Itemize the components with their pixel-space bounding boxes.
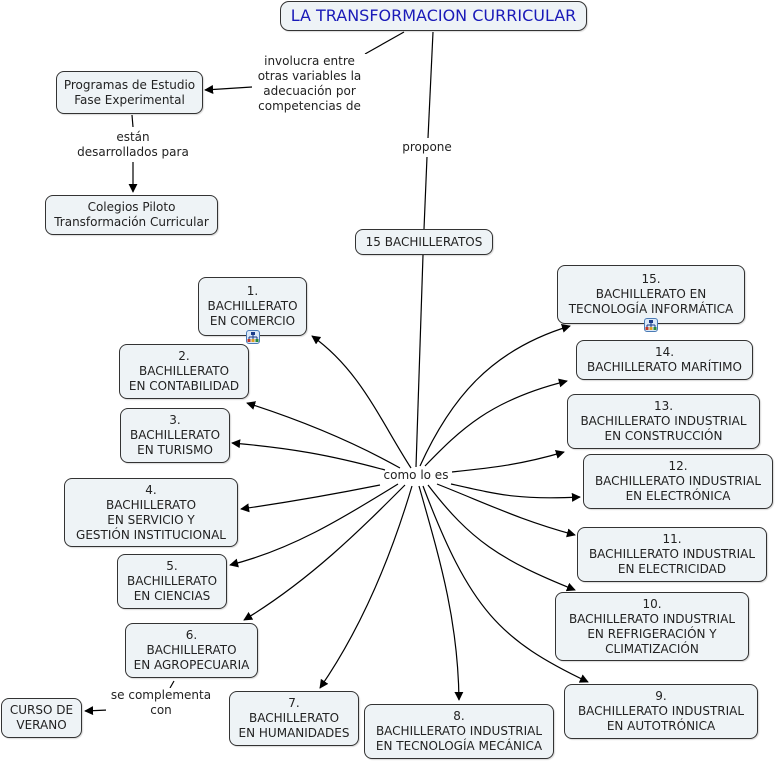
link-como-b1 [311, 335, 412, 469]
bachillerato-number: 11. [662, 532, 682, 546]
link-como-b8 [418, 485, 464, 701]
bachillerato-name: BACHILLERATO INDUSTRIAL EN REFRIGERACIÓN… [568, 611, 736, 656]
bachillerato-15[interactable]: 15. BACHILLERATO EN TECNOLOGÍA INFORMÁTI… [557, 265, 745, 324]
link-phrase-involucra: involucra entre otras variables la adecu… [252, 54, 367, 114]
concept-programas-label: Programas de Estudio Fase Experimental [63, 77, 196, 107]
bachillerato-name: BACHILLERATO INDUSTRIAL EN CONSTRUCCIÓN [580, 414, 747, 443]
bachillerato-name: BACHILLERATO MARÍTIMO [587, 360, 742, 374]
link-como-b15 [419, 324, 571, 467]
link-como-b5 [229, 483, 399, 568]
root-concept-label: LA TRANSFORMACION CURRICULAR [290, 6, 577, 25]
bachillerato-number: 15. [641, 272, 661, 286]
link-como-b9 [422, 485, 589, 683]
bachillerato-name: BACHILLERATO INDUSTRIAL EN AUTOTRÓNICA [577, 704, 745, 733]
link-como-b3 [231, 439, 386, 471]
bachillerato-3[interactable]: 3. BACHILLERATO EN TURISMO [120, 408, 230, 463]
link-como-b4 [240, 484, 381, 513]
submap-icon[interactable] [246, 330, 260, 344]
bachillerato-number: 4. [145, 482, 157, 497]
link-programas-estan [131, 114, 134, 128]
bachillerato-number: 13. [653, 399, 674, 413]
link-como-b11 [436, 483, 576, 538]
bachillerato-5[interactable]: 5. BACHILLERATO EN CIENCIAS [117, 554, 227, 609]
bachillerato-number: 14. [654, 345, 675, 359]
link-propone-bachilleratos [423, 156, 428, 230]
submap-icon[interactable] [644, 318, 658, 332]
bachillerato-name: BACHILLERATO EN AGROPECUARIA [133, 643, 250, 672]
bachillerato-number: 3. [169, 413, 181, 427]
link-como-b14 [424, 378, 568, 467]
bachillerato-name: BACHILLERATO EN SERVICIO Y GESTIÓN INSTI… [76, 497, 226, 542]
bachillerato-number: 10. [642, 596, 662, 611]
link-como-b13 [451, 449, 565, 473]
concept-colegios[interactable]: Colegios Piloto Transformación Curricula… [45, 195, 218, 235]
bachillerato-11[interactable]: 11. BACHILLERATO INDUSTRIAL EN ELECTRICI… [577, 527, 767, 582]
bachillerato-number: 5. [166, 559, 178, 573]
bachillerato-number: 2. [178, 349, 190, 363]
bachillerato-number: 12. [668, 459, 688, 473]
bachillerato-4[interactable]: 4. BACHILLERATO EN SERVICIO Y GESTIÓN IN… [64, 478, 238, 547]
link-como-b6 [243, 484, 406, 621]
bachillerato-name: BACHILLERATO EN CIENCIAS [126, 574, 218, 603]
bachillerato-9[interactable]: 9. BACHILLERATO INDUSTRIAL EN AUTOTRÓNIC… [564, 684, 758, 739]
concept-curso-verano-label: CURSO DE VERANO [9, 703, 74, 732]
link-title-propone [427, 31, 434, 139]
bachillerato-1[interactable]: 1. BACHILLERATO EN COMERCIO [198, 277, 307, 336]
link-como-b2 [246, 401, 401, 469]
bachillerato-7[interactable]: 7. BACHILLERATO EN HUMANIDADES [229, 691, 359, 746]
bachillerato-name: BACHILLERATO INDUSTRIAL EN TECNOLOGÍA ME… [375, 724, 543, 753]
bachillerato-2[interactable]: 2. BACHILLERATO EN CONTABILIDAD [119, 344, 249, 399]
concept-programas[interactable]: Programas de Estudio Fase Experimental [56, 71, 203, 114]
bachillerato-name: BACHILLERATO INDUSTRIAL EN ELECTRICIDAD [588, 547, 756, 576]
bachillerato-name: BACHILLERATO EN COMERCIO [207, 299, 298, 328]
link-phrase-propone: propone [396, 140, 458, 155]
bachillerato-number: 8. [453, 709, 465, 723]
link-como-b7 [319, 485, 413, 689]
bachillerato-name: BACHILLERATO EN HUMANIDADES [238, 711, 350, 740]
bachillerato-number: 7. [288, 696, 300, 710]
link-involucra-programas [204, 84, 253, 94]
bachillerato-number: 6. [185, 628, 198, 642]
link-bachilleratos-como [415, 254, 424, 468]
bachillerato-6[interactable]: 6. BACHILLERATO EN AGROPECUARIA [125, 623, 258, 678]
link-b6-complementa [169, 680, 175, 689]
bachillerato-12[interactable]: 12. BACHILLERATO INDUSTRIAL EN ELECTRÓNI… [583, 454, 773, 509]
link-como-b10 [427, 484, 576, 592]
bachillerato-name: BACHILLERATO EN TECNOLOGÍA INFORMÁTICA [568, 287, 734, 316]
link-complementa-curso [84, 706, 109, 716]
link-phrase-complementa: se complementa con [106, 688, 216, 718]
bachillerato-name: BACHILLERATO EN TURISMO [129, 428, 221, 457]
bachillerato-number: 9. [655, 689, 667, 703]
root-concept[interactable]: LA TRANSFORMACION CURRICULAR [280, 1, 587, 31]
link-como-b12 [450, 483, 581, 502]
link-title-involucra [364, 31, 405, 55]
bachillerato-number: 1. [246, 284, 259, 298]
bachillerato-10[interactable]: 10. BACHILLERATO INDUSTRIAL EN REFRIGERA… [555, 592, 749, 661]
concept-curso-verano[interactable]: CURSO DE VERANO [1, 698, 82, 738]
bachillerato-8[interactable]: 8. BACHILLERATO INDUSTRIAL EN TECNOLOGÍA… [364, 704, 554, 759]
concept-15-bachilleratos[interactable]: 15 BACHILLERATOS [355, 229, 493, 255]
bachillerato-13[interactable]: 13. BACHILLERATO INDUSTRIAL EN CONSTRUCC… [567, 394, 760, 449]
bachillerato-name: BACHILLERATO EN CONTABILIDAD [128, 364, 240, 393]
link-phrase-estan: están desarrollados para [70, 130, 196, 160]
bachillerato-14[interactable]: 14. BACHILLERATO MARÍTIMO [576, 340, 753, 380]
link-phrase-como-lo-es: como lo es [383, 468, 449, 482]
concept-15-bachilleratos-label: 15 BACHILLERATOS [365, 234, 483, 249]
concept-colegios-label: Colegios Piloto Transformación Curricula… [54, 200, 209, 229]
bachillerato-name: BACHILLERATO INDUSTRIAL EN ELECTRÓNICA [594, 474, 762, 503]
